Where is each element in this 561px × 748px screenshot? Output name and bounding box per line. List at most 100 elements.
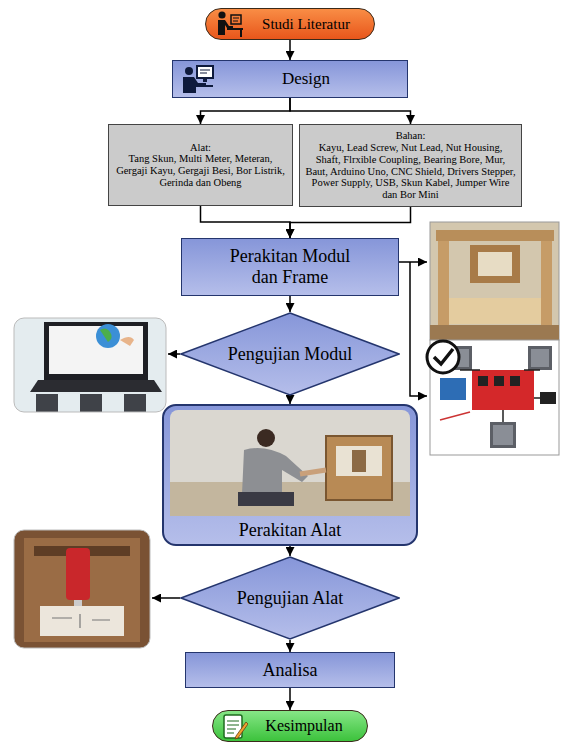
node-label: Perakitan Alat <box>239 520 341 541</box>
electronics-photo-part <box>440 412 470 420</box>
flow-arrow <box>289 40 291 60</box>
node-label: Perakitan Modul dan Frame <box>222 246 358 288</box>
flow-arrow <box>289 296 291 312</box>
laptop-photo-part <box>120 337 134 346</box>
frame-photo-part <box>478 252 512 276</box>
flow-arrow <box>289 546 291 556</box>
flow-arrow <box>289 640 291 652</box>
process-box: Analisa <box>185 652 395 688</box>
conclusion-icon <box>222 712 248 740</box>
photo-arrows-part <box>152 597 180 599</box>
decision-diamond: Pengujian Modul <box>180 312 400 396</box>
design-icon-part <box>195 85 213 87</box>
laptop-photo-part <box>14 318 166 412</box>
photo-arrows <box>152 262 427 598</box>
node-label: Kesimpulan <box>265 717 342 735</box>
node-label: Pengujian Modul <box>228 344 353 365</box>
node-label: Studi Literatur <box>262 16 350 33</box>
terminal-pill: Studi Literatur <box>205 8 375 40</box>
laptop-photo-part <box>124 394 146 412</box>
node-label: Pengujian Alat <box>237 588 344 609</box>
electronics-photo-part <box>460 370 540 422</box>
frame-photo-part <box>430 325 559 340</box>
photo-arrows-part <box>410 262 427 396</box>
photo-frame <box>14 530 150 648</box>
electronics-photo-part <box>540 392 556 404</box>
diamond-shape <box>181 313 399 395</box>
laptop-photo <box>14 318 166 412</box>
design-icon-part <box>200 70 210 73</box>
flow-arrow <box>201 206 291 238</box>
study-icon-part <box>240 30 242 37</box>
assembly-photo-part <box>257 429 275 447</box>
study-icon-part <box>218 11 225 18</box>
study-icon-part <box>227 28 243 30</box>
photo-arrows-part <box>168 353 180 355</box>
assembly-photo <box>170 410 410 516</box>
flow-arrow <box>289 688 291 710</box>
check-mark-part <box>427 341 459 373</box>
assembly-photo-part <box>242 448 308 494</box>
electronics-photo-part <box>493 425 513 445</box>
electronics-photo-part <box>472 370 534 410</box>
electronics-photo-part <box>494 376 504 386</box>
flow-arrow <box>201 98 291 124</box>
frame-photo-part <box>541 241 552 325</box>
photo-box: Perakitan Alat <box>162 404 418 546</box>
assembly-photo-part <box>336 446 382 476</box>
assembly-photo-part <box>238 492 294 506</box>
electronics-photo-part <box>440 378 466 400</box>
list-box: Bahan:Kayu, Lead Screw, Nut Lead, Nut Ho… <box>299 124 522 207</box>
electronics-photo-part <box>531 349 549 367</box>
machine-photo <box>14 530 150 648</box>
electronics-photo-part <box>510 376 520 386</box>
assembly-photo-part <box>326 436 392 500</box>
list-box: Alat:Tang Skun, Multi Meter, Meteran, Ge… <box>108 124 293 206</box>
terminal-pill: Kesimpulan <box>212 710 368 742</box>
check-mark-part <box>434 349 453 364</box>
design-icon-part <box>197 66 213 78</box>
node-label: Kayu, Lead Screw, Nut Lead, Nut Housing,… <box>305 142 516 201</box>
diamond-shape <box>181 557 399 639</box>
assembly-photo-part <box>352 450 366 472</box>
machine-photo-part <box>66 548 90 600</box>
photo-arrows-part <box>399 261 427 263</box>
assembly-photo-part <box>170 410 410 516</box>
flow-arrow <box>289 396 291 404</box>
process-box: Perakitan Modul dan Frame <box>181 238 399 296</box>
conclusion-icon-part <box>235 722 248 739</box>
laptop-photo-part <box>100 328 112 342</box>
electronics-photo-part <box>478 376 488 386</box>
design-icon-part <box>185 67 193 75</box>
node-label: Design <box>282 69 330 89</box>
node-label: Tang Skun, Multi Meter, Meteran, Gergaji… <box>114 153 287 188</box>
frame-photo-part <box>436 230 554 241</box>
machine-photo-part <box>24 538 140 642</box>
study-icon-part <box>231 15 241 24</box>
frame-photo-part <box>470 245 520 283</box>
frame-photo-part <box>430 222 559 340</box>
electronics-photo-part <box>528 346 552 370</box>
box-heading: Alat: <box>190 142 211 154</box>
photo-frame <box>14 318 166 412</box>
assembly-photo-part <box>300 470 326 474</box>
machine-photo-part <box>14 530 150 648</box>
study-icon-part <box>233 18 239 21</box>
machine-photo-part <box>40 606 124 636</box>
laptop-photo-part <box>30 380 162 392</box>
electronics-photo-part <box>490 422 516 448</box>
check-mark <box>427 341 459 373</box>
flow-arrow <box>290 207 411 238</box>
box-heading: Bahan: <box>396 130 426 142</box>
study-icon <box>214 10 244 38</box>
node-label: Analisa <box>263 660 318 681</box>
design-icon <box>181 63 215 95</box>
laptop-photo-part <box>36 394 58 412</box>
frame-photo <box>430 222 559 340</box>
frame-photo-part <box>438 241 449 325</box>
process-box: Design <box>172 60 408 98</box>
laptop-photo-part <box>44 322 148 380</box>
frame-photo-part <box>449 298 541 324</box>
decision-diamond: Pengujian Alat <box>180 556 400 640</box>
